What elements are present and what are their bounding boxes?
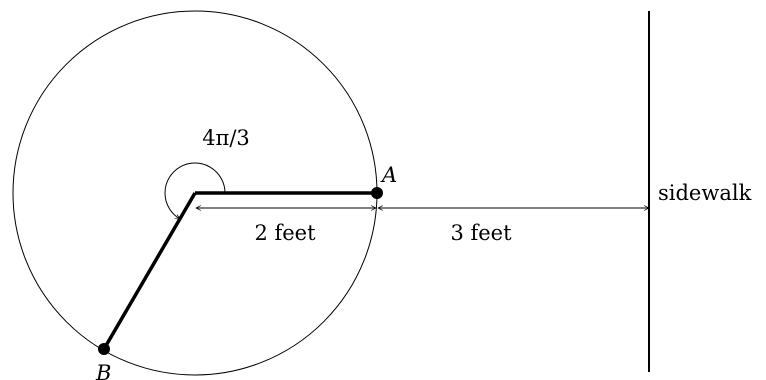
point-b-label: B	[95, 361, 111, 380]
sidewalk-label: sidewalk	[658, 181, 752, 205]
point-a-label: A	[380, 163, 397, 187]
angle-arc	[164, 162, 226, 220]
point-a	[371, 187, 383, 199]
radius-segment-b	[102, 192, 197, 350]
distance-label: 3 feet	[450, 221, 512, 245]
angle-label: 4π/3	[202, 126, 250, 150]
radius-label: 2 feet	[254, 221, 316, 245]
point-b	[98, 343, 110, 355]
